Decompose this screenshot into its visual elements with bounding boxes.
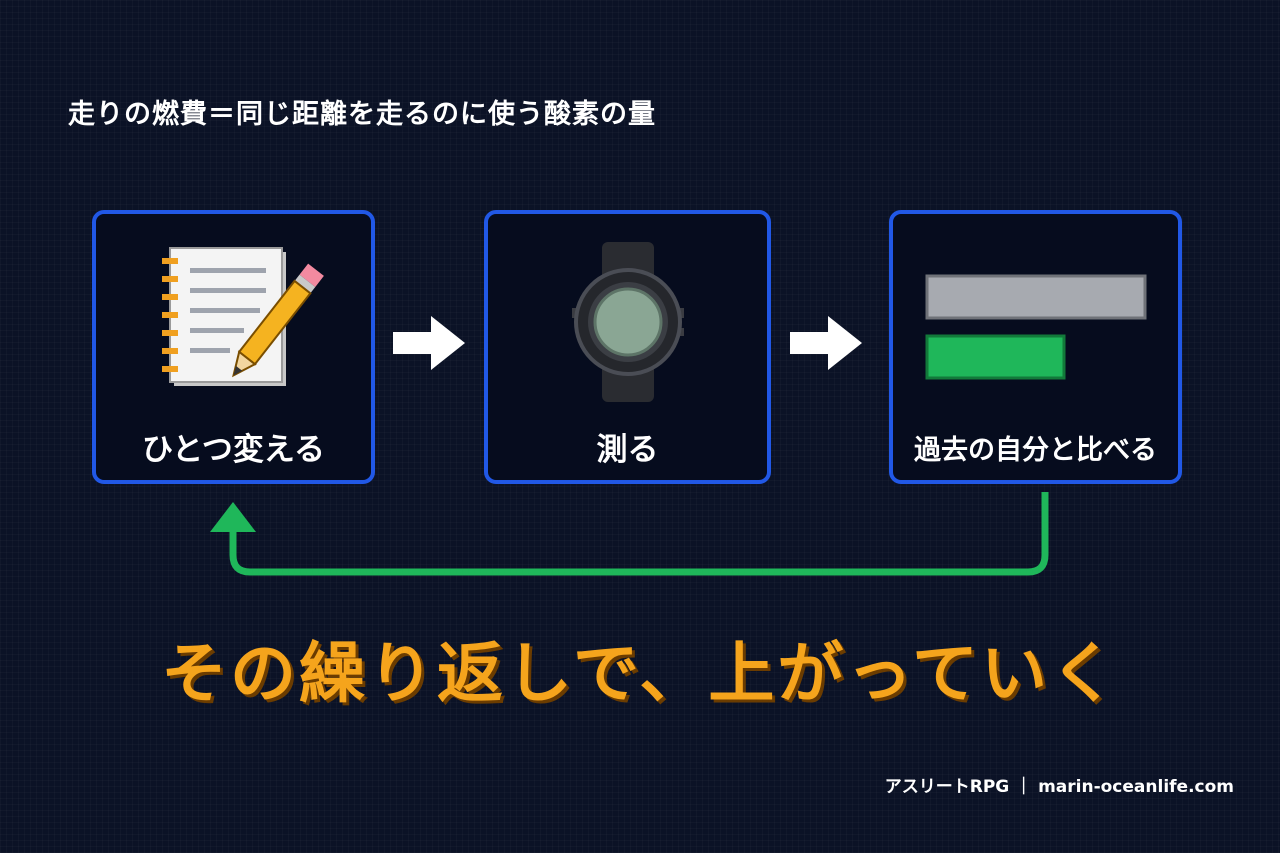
headline: 走りの燃費＝同じ距離を走るのに使う酸素の量 (68, 99, 656, 130)
wristwatch-icon (572, 242, 684, 402)
comparison-bar-past (925, 274, 1147, 320)
step-box-compare-past-self: 過去の自分と比べる (889, 210, 1182, 484)
arrow-up-icon (210, 502, 256, 532)
step-label-change-one: ひとつ変える (142, 432, 325, 468)
comparison-bars-icon (925, 274, 1147, 380)
step-box-measure: 測る (484, 210, 771, 484)
slogan: その繰り返しで、上がっていく (160, 635, 1120, 712)
notebook-pencil-icon (162, 247, 324, 386)
step-label-compare-past-self: 過去の自分と比べる (914, 435, 1157, 466)
arrow-right-icon (393, 316, 465, 374)
step-label-measure: 測る (596, 432, 659, 468)
arrow-right-icon (790, 316, 862, 374)
credit: アスリートRPG ｜ marin-oceanlife.com (884, 777, 1234, 797)
step-box-change-one: ひとつ変える (92, 210, 375, 484)
comparison-bar-now (925, 334, 1066, 380)
